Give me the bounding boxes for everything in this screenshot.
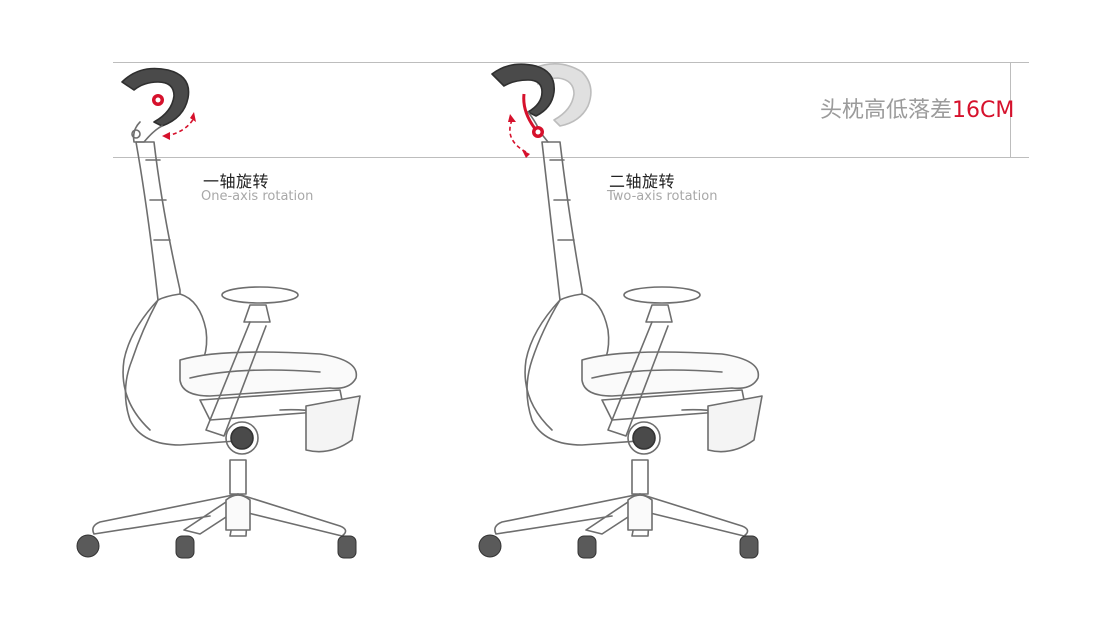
caption-one-axis-en: One-axis rotation bbox=[201, 189, 314, 204]
pivot-icon bbox=[152, 94, 164, 106]
height-tick bbox=[1010, 62, 1011, 158]
pivot-icon bbox=[532, 126, 544, 138]
rotation-arrow-icon bbox=[509, 119, 527, 153]
caption-two-axis-en: Two-axis rotation bbox=[607, 189, 718, 204]
guide-line-bottom bbox=[113, 157, 1029, 158]
height-label-text: 头枕高低落差 bbox=[820, 98, 953, 123]
height-label: 头枕高低落差16CM bbox=[820, 92, 1014, 124]
height-value: 16CM bbox=[952, 98, 1015, 123]
caption-one-axis-cn: 一轴旋转 bbox=[203, 172, 270, 191]
caption-two-axis-cn: 二轴旋转 bbox=[609, 172, 676, 191]
headrest bbox=[121, 67, 190, 127]
chair-illustration-two-axis bbox=[478, 63, 763, 559]
guide-line-top bbox=[113, 62, 1029, 63]
chair-illustration-one-axis bbox=[76, 67, 361, 559]
